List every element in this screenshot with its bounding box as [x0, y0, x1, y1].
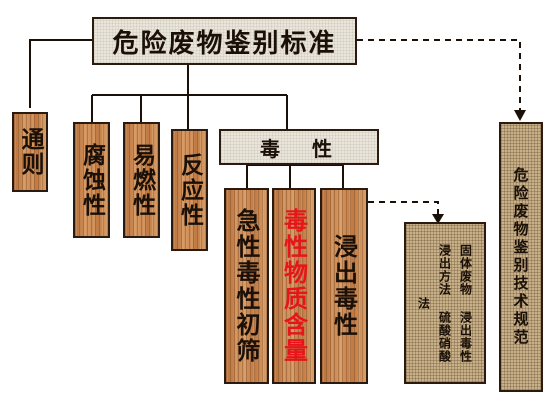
leaching-method-text-col1: 固体废物 浸出毒性	[458, 243, 473, 363]
reactivity-box: 反应性	[171, 129, 208, 251]
leaching-toxicity-box: 浸出毒性	[320, 188, 368, 384]
flammability-box: 易燃性	[123, 122, 160, 238]
leaching-method-text-col3: 法	[416, 296, 431, 310]
general-principles-box: 通则	[12, 112, 48, 192]
root-standard-box: 危险废物鉴别标准	[92, 17, 357, 65]
arrow-leaching-to-method	[432, 214, 444, 224]
toxic-substance-content-box: 毒性物质含量	[272, 188, 316, 384]
leaching-method-text-col2: 浸出方法 硫酸硝酸	[437, 243, 452, 363]
acute-toxicity-screening-box: 急性毒性初筛	[224, 188, 269, 384]
arrow-root-to-technical	[514, 110, 526, 121]
leaching-method-box: 固体废物 浸出毒性 浸出方法 硫酸硝酸 法	[404, 222, 486, 384]
corrosivity-box: 腐蚀性	[73, 122, 110, 238]
dashed-root-to-technical	[357, 39, 521, 112]
line-root-to-general	[29, 39, 92, 108]
technical-specification-box: 危险废物鉴别技术规范	[499, 122, 543, 392]
dashed-leaching-to-method	[368, 201, 439, 216]
toxicity-box: 毒 性	[219, 129, 379, 165]
